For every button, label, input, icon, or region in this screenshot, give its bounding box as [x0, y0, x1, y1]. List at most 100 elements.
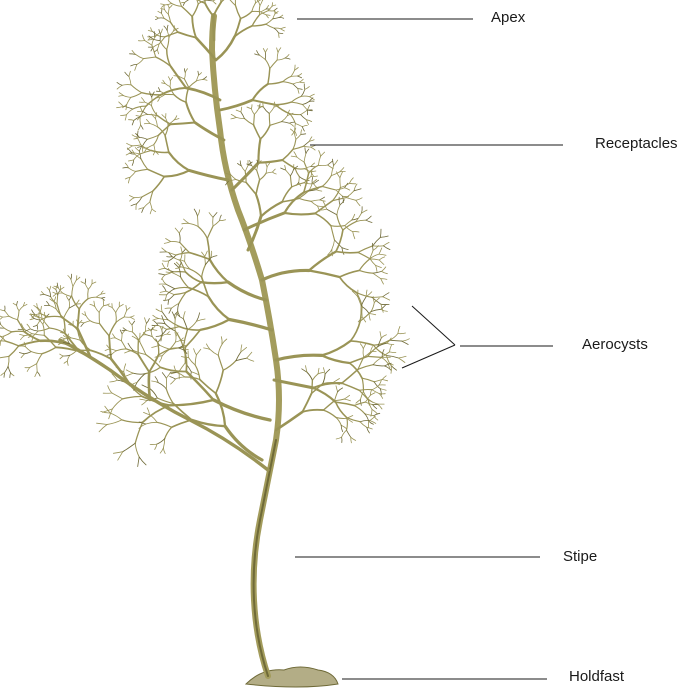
- branchlet: [354, 189, 361, 191]
- branchlet: [305, 148, 306, 154]
- branchlet: [298, 74, 302, 76]
- branchlet: [4, 332, 12, 336]
- branchlet: [136, 169, 148, 171]
- branchlet: [179, 233, 180, 242]
- branchlet: [172, 3, 182, 6]
- branchlet: [125, 115, 126, 120]
- branchlet: [140, 107, 142, 111]
- aerocysts-label: Aerocysts: [582, 336, 648, 354]
- branchlet: [363, 349, 364, 358]
- branchlet: [261, 9, 266, 12]
- receptacles-label: Receptacles: [595, 135, 678, 153]
- branchlet: [154, 145, 155, 151]
- branchlet: [254, 125, 261, 139]
- branchlet: [205, 251, 208, 256]
- branchlet: [40, 295, 44, 296]
- branchlet: [252, 14, 260, 25]
- branchlet: [30, 364, 37, 368]
- branchlet: [153, 39, 160, 41]
- branchlet: [167, 332, 169, 335]
- branchlet: [189, 223, 198, 226]
- branchlet: [134, 117, 140, 121]
- branchlet: [198, 227, 207, 239]
- branchlet: [160, 448, 163, 453]
- branchlet: [132, 135, 137, 138]
- branchlet: [247, 358, 254, 361]
- branchlet: [171, 379, 176, 384]
- branchlet: [156, 18, 159, 20]
- branchlet: [117, 349, 127, 351]
- branchlet: [88, 284, 92, 290]
- branchlet: [293, 82, 300, 84]
- branchlet: [312, 380, 313, 393]
- branchlet: [266, 5, 268, 9]
- branchlet: [213, 16, 214, 40]
- branchlet: [183, 3, 184, 6]
- branchlet: [254, 109, 258, 115]
- branchlet: [362, 378, 374, 382]
- branchlet: [363, 343, 366, 348]
- branchlet: [44, 295, 50, 297]
- branchlet: [85, 279, 86, 284]
- branchlet: [241, 12, 252, 19]
- branchlet: [382, 376, 386, 380]
- branchlet: [381, 279, 387, 280]
- branchlet: [374, 345, 387, 355]
- branchlet: [282, 149, 293, 160]
- branchlet: [145, 323, 146, 331]
- branchlet: [195, 355, 196, 365]
- branchlet: [121, 341, 126, 349]
- branchlet: [350, 356, 368, 363]
- branchlet: [126, 330, 132, 332]
- branchlet: [156, 17, 159, 19]
- branchlet: [373, 273, 381, 279]
- branchlet: [99, 425, 107, 432]
- branchlet: [146, 119, 150, 123]
- branchlet: [218, 345, 222, 356]
- branchlet: [128, 177, 130, 183]
- branchlet: [373, 365, 384, 366]
- branchlet: [60, 354, 64, 356]
- branchlet: [366, 216, 371, 220]
- branchlet: [25, 347, 31, 352]
- branchlet: [210, 259, 228, 282]
- branchlet: [33, 325, 37, 326]
- branchlet: [134, 137, 140, 139]
- branchlet: [31, 352, 42, 354]
- branchlet: [281, 29, 285, 31]
- branchlet: [366, 292, 372, 297]
- branchlet: [151, 331, 152, 337]
- branchlet: [186, 102, 195, 122]
- branchlet: [276, 355, 322, 360]
- branchlet: [279, 17, 284, 18]
- branchlet: [371, 351, 377, 352]
- branchlet: [298, 89, 299, 94]
- branchlet: [135, 148, 139, 152]
- branchlet: [383, 293, 389, 297]
- branchlet: [155, 444, 157, 449]
- branchlet: [256, 180, 260, 195]
- branchlet: [349, 178, 353, 184]
- branchlet: [17, 301, 18, 305]
- branchlet: [341, 425, 347, 429]
- branchlet: [170, 377, 176, 380]
- branchlet: [336, 437, 341, 439]
- branchlet: [236, 6, 241, 19]
- branchlet: [144, 57, 156, 59]
- branchlet: [5, 311, 9, 316]
- branchlet: [145, 318, 147, 324]
- branchlet: [142, 98, 145, 103]
- branchlet: [229, 0, 236, 6]
- branchlet: [162, 373, 166, 379]
- branchlet: [399, 358, 405, 363]
- branchlet: [379, 257, 385, 260]
- branchlet: [332, 240, 335, 249]
- branchlet: [19, 353, 24, 354]
- branchlet: [19, 341, 41, 346]
- branchlet: [42, 347, 56, 353]
- branchlet: [203, 77, 207, 80]
- branchlet: [171, 241, 180, 242]
- branchlet: [137, 374, 145, 383]
- branchlet: [174, 95, 186, 103]
- aerocysts-leader-line-top: [412, 306, 455, 345]
